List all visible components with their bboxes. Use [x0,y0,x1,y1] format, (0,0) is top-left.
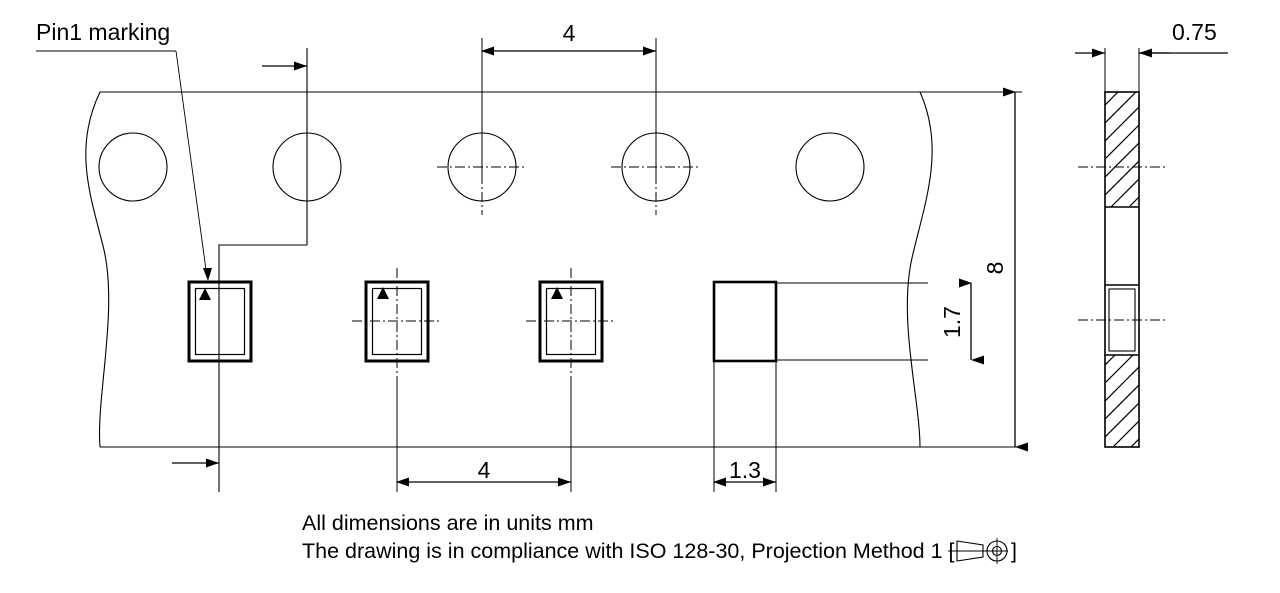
pocket-1 [187,280,253,392]
dimension-tape-thickness: 0.75 [1075,19,1228,92]
top-view-group: 4 4 1.3 1.7 8 [36,19,1028,492]
sprocket-hole-1 [98,132,168,202]
notes-group: All dimensions are in units mm The drawi… [302,511,1017,564]
pocket-3 [526,268,616,376]
pocket-2 [352,268,442,376]
pin1-triangle-marker-1 [199,288,211,300]
pin1-triangle-marker-3 [551,287,563,299]
datum-step-leader [218,244,307,280]
dimension-tape-width: 8 [920,87,1028,452]
pin1-marking-label: Pin1 marking [36,19,170,45]
sprocket-hole-5 [795,132,865,202]
dimension-top-pitch: 4 [481,20,657,175]
first-angle-projection-symbol [948,538,1008,564]
right-break-line [906,91,933,448]
dimension-tape-width-label: 8 [982,262,1008,275]
side-view-group: 0.75 [1075,19,1228,448]
pin1-leader-arrowhead [203,268,212,281]
dimension-top-pitch-label: 4 [563,20,576,46]
dimension-bottom-pitch-label: 4 [478,457,491,483]
projection-cone-glyph [956,540,984,562]
pin1-marking-leader [36,50,212,281]
dimension-pocket-height-label: 1.7 [939,306,965,338]
dimension-pocket-width: 1.3 [713,457,776,487]
side-view-hatch-lower [1105,355,1139,447]
pin1-triangle-marker-2 [377,287,389,299]
side-view-outline [1104,91,1140,448]
left-break-line [85,91,110,448]
units-note: All dimensions are in units mm [302,511,594,535]
dimension-pocket-height: 1.7 [939,278,984,365]
standard-note: The drawing is in compliance with ISO 12… [302,539,955,563]
dimension-tape-thickness-label: 0.75 [1172,19,1217,45]
pocket-4 [712,280,928,492]
side-view-hatch-upper [1105,92,1139,207]
dimension-pocket-width-label: 1.3 [729,457,761,483]
standard-note-close: ] [1011,539,1017,563]
dimension-bottom-pitch: 4 [396,376,572,492]
